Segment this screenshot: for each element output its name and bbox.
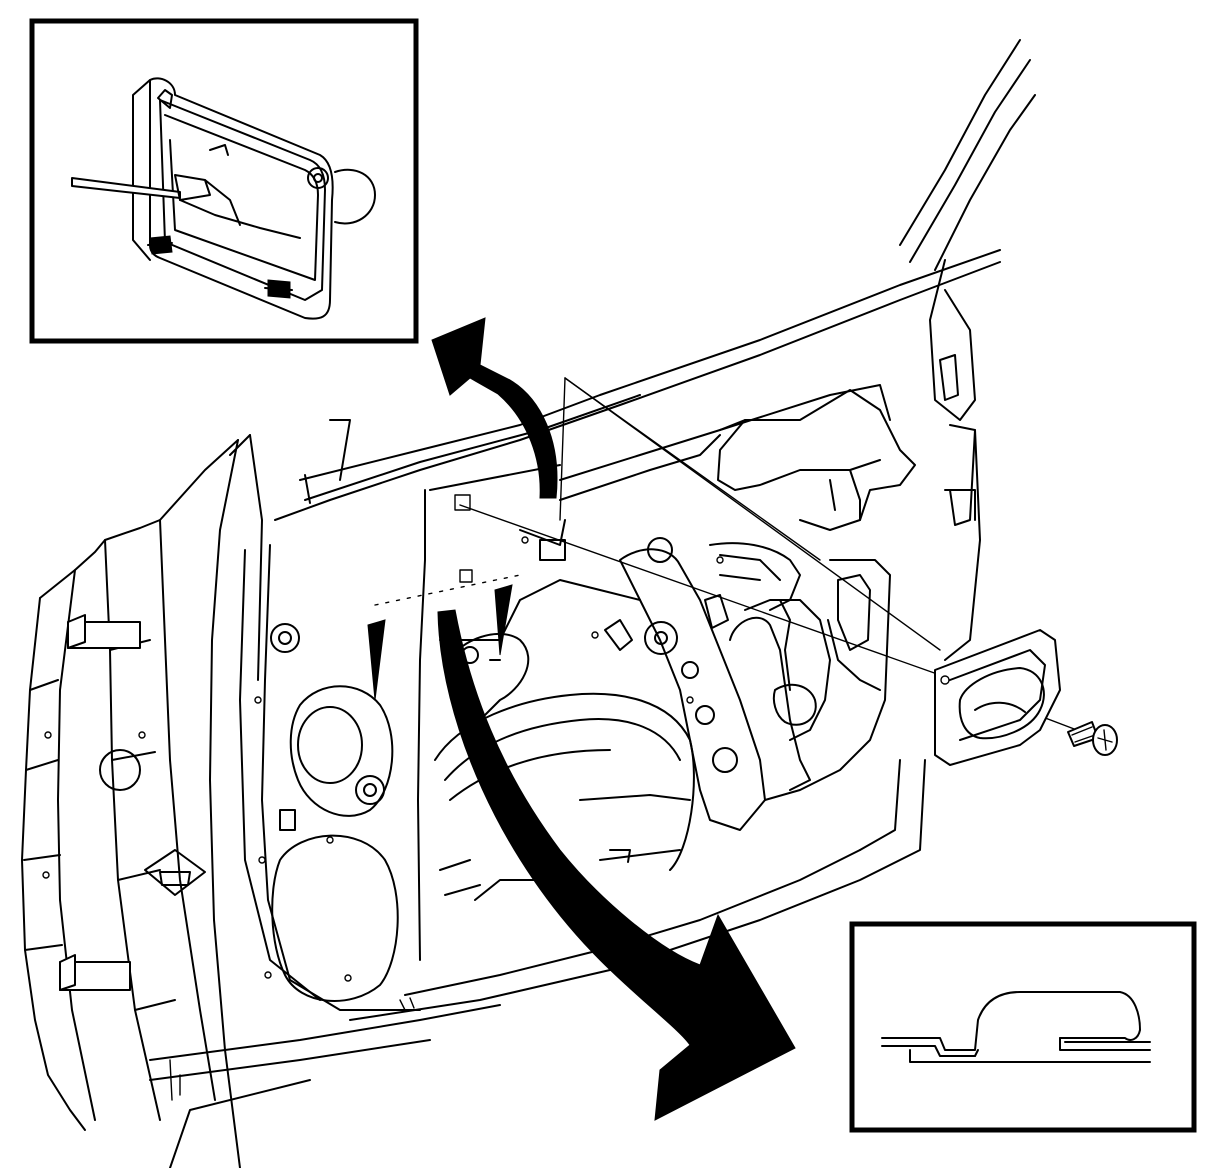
pointer-left-icon bbox=[367, 619, 386, 701]
door-inner-panel bbox=[239, 39, 1036, 1021]
screw bbox=[1067, 721, 1118, 756]
leader-lines bbox=[459, 377, 1091, 736]
inset-seal-profile bbox=[849, 921, 1197, 1133]
arrow-to-upper-inset bbox=[431, 317, 558, 499]
pointer-right-icon bbox=[494, 584, 513, 656]
reference-markers bbox=[367, 574, 521, 701]
outside-handle-housing bbox=[934, 629, 1061, 766]
hinge-pillar bbox=[21, 434, 501, 1168]
inset-lock-rod-clip bbox=[29, 18, 419, 344]
arrow-to-lower-inset bbox=[437, 609, 796, 1121]
